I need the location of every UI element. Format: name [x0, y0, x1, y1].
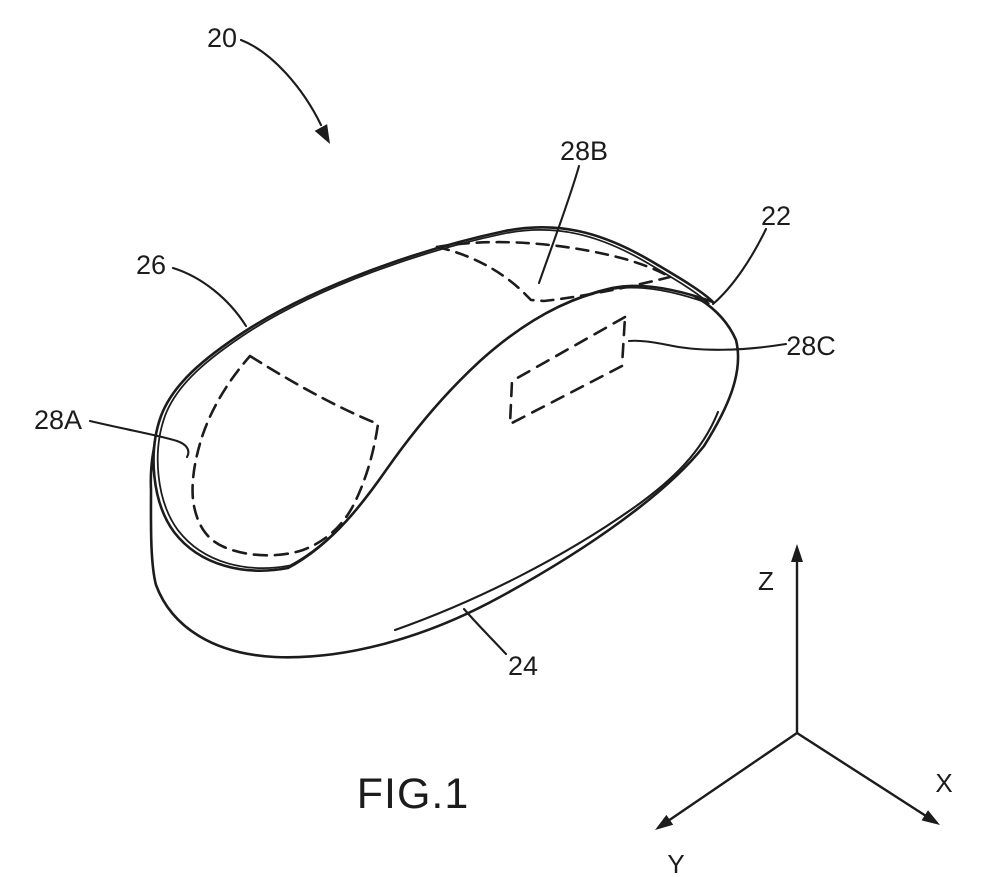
- leader-arrowhead-20-icon: [314, 124, 330, 144]
- z-axis-label: Z: [758, 566, 774, 596]
- x-axis-arrowhead-icon: [921, 810, 940, 825]
- x-axis-line: [795, 731, 928, 818]
- reference-numeral-24: 24: [508, 651, 538, 681]
- reference-numeral-26: 26: [136, 250, 166, 280]
- leader-line-28b: [537, 164, 581, 285]
- coordinate-axes: [655, 544, 940, 830]
- mouse-drawing: [149, 225, 740, 659]
- leader-line-24: [462, 607, 508, 656]
- z-axis-arrowhead-icon: [791, 544, 803, 562]
- reference-numeral-28a: 28A: [34, 405, 82, 435]
- y-axis-arrowhead-icon: [655, 814, 674, 830]
- leader-line-28a: [88, 419, 190, 459]
- mouse-top-shell-seam-line: [156, 229, 710, 569]
- leader-line-26: [171, 266, 248, 328]
- x-axis-label: X: [935, 768, 952, 798]
- figure-caption: FIG.1: [357, 770, 470, 818]
- leader-line-22: [711, 227, 768, 306]
- reference-numeral-28c: 28C: [786, 331, 836, 361]
- touch-zone-28a-dashed-region: [191, 354, 380, 557]
- touch-zone-28b-dashed-region-lower-edge: [435, 245, 672, 303]
- leader-line-28c: [627, 339, 788, 351]
- reference-numeral-28b: 28B: [560, 136, 608, 166]
- y-axis-label: Y: [667, 849, 684, 877]
- touch-zone-28b-dashed-region-upper-edge: [435, 240, 672, 279]
- leader-lines: [88, 38, 788, 656]
- axis-labels: Z X Y: [667, 566, 952, 877]
- y-axis-line: [666, 731, 799, 823]
- reference-numerals: 20 26 28A 28B 22 28C 24: [34, 23, 836, 681]
- reference-numeral-22: 22: [761, 201, 791, 231]
- touch-zone-28c-dashed-region: [508, 315, 627, 426]
- mouse-base-rim-seam-line: [393, 410, 720, 632]
- leader-line-20: [239, 38, 323, 127]
- reference-numeral-20: 20: [207, 23, 237, 53]
